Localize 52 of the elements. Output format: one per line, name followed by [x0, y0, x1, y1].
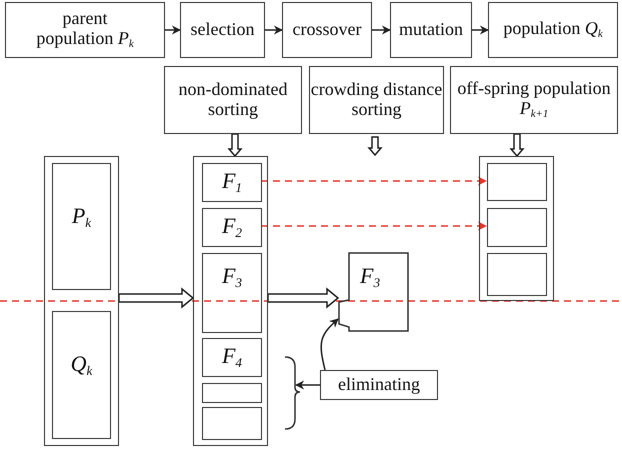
front-column [193, 156, 268, 446]
arrow [295, 380, 320, 390]
arrow [261, 176, 487, 186]
offspring-block [487, 208, 547, 247]
node-label: off-spring population P$_{k+1}$ [456, 79, 612, 121]
node-label: F$_{3}$ [360, 264, 380, 290]
population-column [44, 156, 119, 446]
front-block [202, 407, 262, 440]
arrow [372, 26, 391, 34]
front-block [202, 253, 262, 333]
process-box [450, 66, 618, 134]
process-box [164, 66, 302, 134]
arrow [165, 26, 181, 34]
hollow-arrow [227, 133, 243, 158]
process-box [180, 2, 265, 58]
hollow-arrow [509, 133, 525, 158]
node-label: selection [190, 20, 254, 40]
population-block [52, 311, 111, 439]
offspring-block [487, 253, 547, 296]
node-label: Q$_{k}$ [70, 352, 92, 378]
hollow-arrow [118, 287, 194, 309]
process-box [320, 370, 438, 400]
front-block [202, 383, 262, 403]
arrow [265, 26, 283, 34]
process-box [309, 66, 444, 134]
node-label: crowding distance sorting [310, 80, 443, 120]
offspring-block [487, 163, 547, 201]
hollow-arrow [367, 136, 383, 156]
node-label: eliminating [338, 375, 420, 395]
node-label: F$_{4}$ [222, 344, 242, 371]
node-label: crossover [292, 20, 362, 40]
node-label: parent population P$_{k}$ [35, 9, 135, 51]
offspring-column [479, 156, 554, 301]
node-label: F$_{3}$ [222, 264, 242, 290]
process-box [390, 2, 472, 58]
node-label: F$_{1}$ [222, 169, 242, 196]
population-block [52, 163, 111, 290]
node-label: non-dominated sorting [178, 80, 288, 120]
front-block [202, 163, 262, 202]
hollow-arrow [267, 287, 340, 309]
process-box [5, 2, 165, 58]
process-box [282, 2, 372, 58]
node-label: population Q$_{k}$ [503, 18, 603, 42]
front-block [202, 338, 262, 377]
node-label: F$_{2}$ [222, 214, 242, 241]
node-label: P$_{k}$ [72, 204, 92, 230]
front-block [202, 208, 262, 247]
arrow [320, 318, 339, 370]
node-label: mutation [399, 20, 463, 40]
process-box [488, 2, 618, 58]
arrow [261, 222, 487, 230]
arrow [472, 26, 489, 34]
